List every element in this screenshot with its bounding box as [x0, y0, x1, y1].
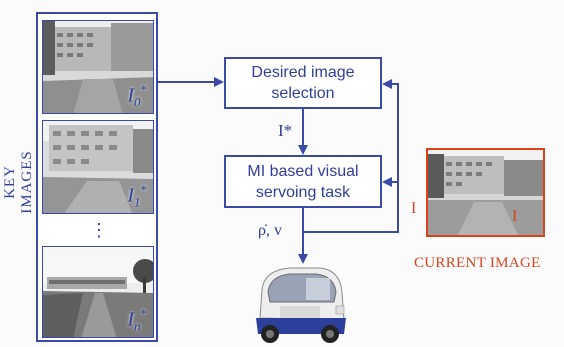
key-images-panel: I0* I1* ⋮ In*: [36, 12, 158, 342]
current-image-label: CURRENT IMAGE: [414, 255, 541, 271]
servoing-line2: servoing task: [255, 183, 351, 201]
vehicle-illustration: [256, 267, 346, 343]
ellipsis: ⋮: [90, 220, 108, 240]
key-image-n-label: In*: [127, 306, 147, 334]
current-image: [426, 148, 545, 237]
current-image-symbol-left: I: [411, 200, 417, 217]
selection-line1: Desired image: [251, 64, 355, 81]
servoing-line1: MI based visual: [247, 162, 359, 180]
current-image-symbol-inside: I: [512, 208, 518, 225]
desired-image-symbol: I*: [278, 121, 293, 140]
desired-image-selection-box: Desired image selection: [224, 57, 382, 109]
key-image-n: In*: [42, 246, 154, 338]
selection-line2: selection: [271, 85, 335, 102]
servoing-task-box: MI based visual servoing task: [224, 155, 382, 208]
control-output-label: ρ̇, v: [258, 222, 282, 239]
key-image-1: I1*: [42, 120, 154, 214]
key-image-0: I0*: [42, 20, 154, 114]
key-image-1-label: I1*: [127, 182, 147, 210]
arrow-feedback-to-selection: [303, 79, 399, 233]
key-image-0-label: I0*: [127, 82, 147, 110]
